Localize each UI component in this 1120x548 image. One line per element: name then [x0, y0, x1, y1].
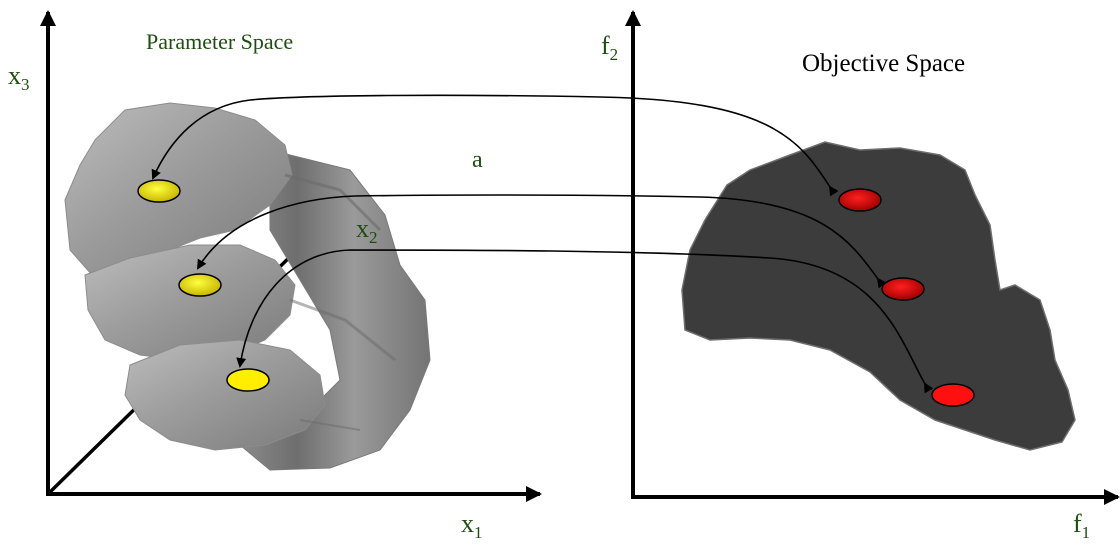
f2-label: f2: [601, 31, 618, 64]
parameter-point: [137, 179, 181, 203]
parameter-region: [64, 102, 431, 471]
x3-label: x3: [8, 61, 30, 94]
objective-point: [931, 383, 975, 407]
parameter-point: [226, 368, 270, 392]
objective-points: [838, 188, 975, 407]
objective-point: [838, 188, 882, 212]
parameter-space-title: Parameter Space: [146, 29, 293, 54]
objective-axes: [625, 10, 1120, 505]
mapping-arrows: [151, 94, 934, 394]
objective-point: [881, 277, 925, 301]
objective-space-title: Objective Space: [802, 50, 965, 77]
mapping-arrow: [236, 249, 934, 394]
objective-region: [681, 141, 1076, 451]
parameter-point: [178, 273, 222, 297]
mapping-arrow: [196, 194, 887, 289]
f1-label: f1: [1073, 509, 1090, 542]
x2-label: x2: [356, 214, 378, 247]
x1-label: x1: [461, 509, 483, 542]
mapping-arrow: [151, 94, 839, 197]
parameter-region-face: [124, 339, 326, 451]
mapping-label: a: [472, 147, 483, 173]
